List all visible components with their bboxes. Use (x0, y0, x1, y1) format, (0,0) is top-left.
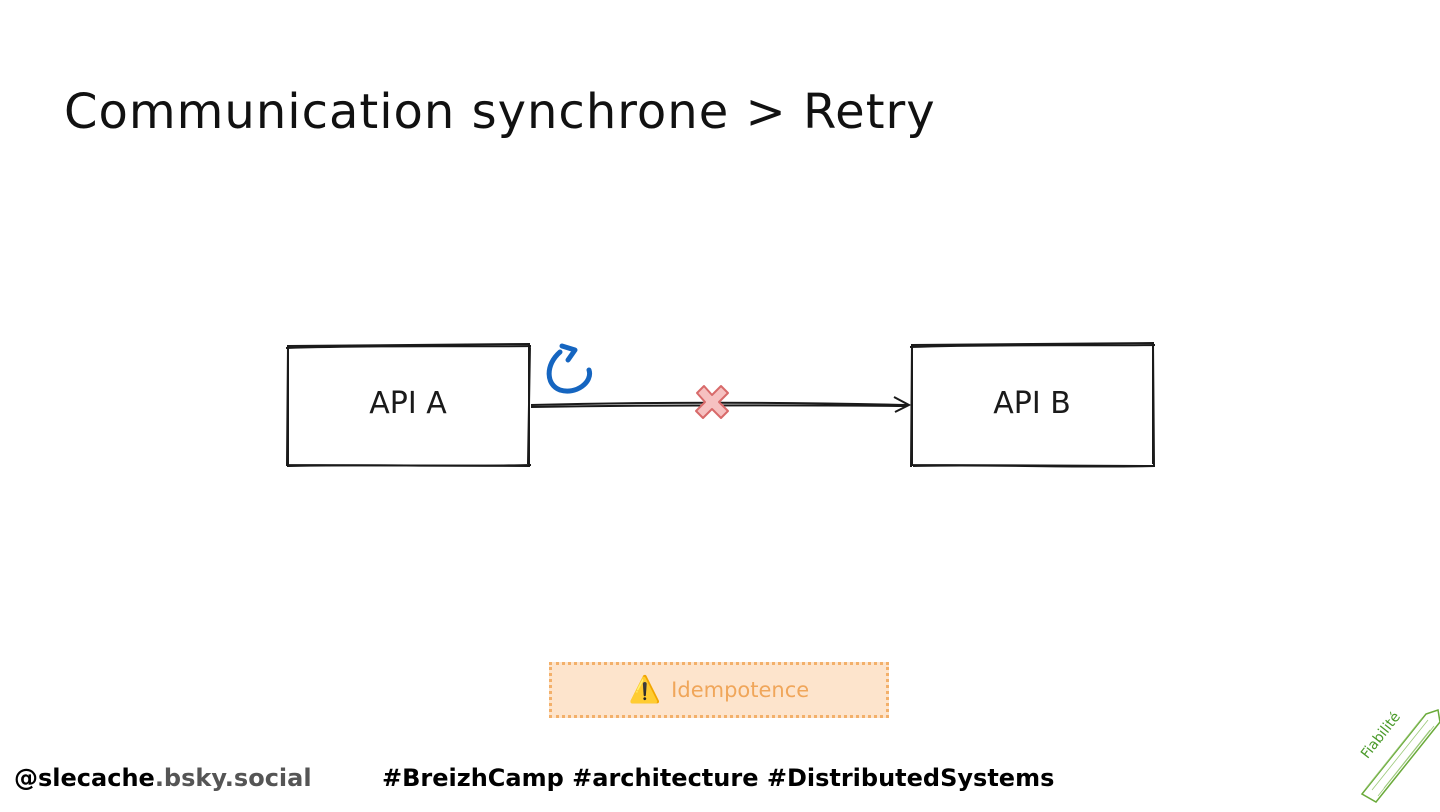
warning-note: ⚠️ Idempotence (549, 662, 889, 718)
cross-icon (695, 385, 729, 419)
slide-title: Communication synchrone > Retry (64, 84, 936, 140)
author-handle: @slecache.bsky.social (14, 764, 312, 792)
api-a-label: API A (369, 386, 447, 421)
api-a-box (285, 342, 532, 468)
warning-text: Idempotence (671, 678, 810, 702)
api-b-label: API B (993, 386, 1071, 421)
handle-domain: .bsky.social (154, 764, 312, 792)
api-b-box (909, 341, 1156, 468)
warning-icon: ⚠️ (628, 675, 662, 705)
reliability-badge (1360, 709, 1440, 803)
hashtags: #BreizhCamp #architecture #DistributedSy… (382, 764, 1055, 792)
retry-arrow-icon (546, 343, 593, 394)
handle-name: @slecache (14, 764, 155, 792)
